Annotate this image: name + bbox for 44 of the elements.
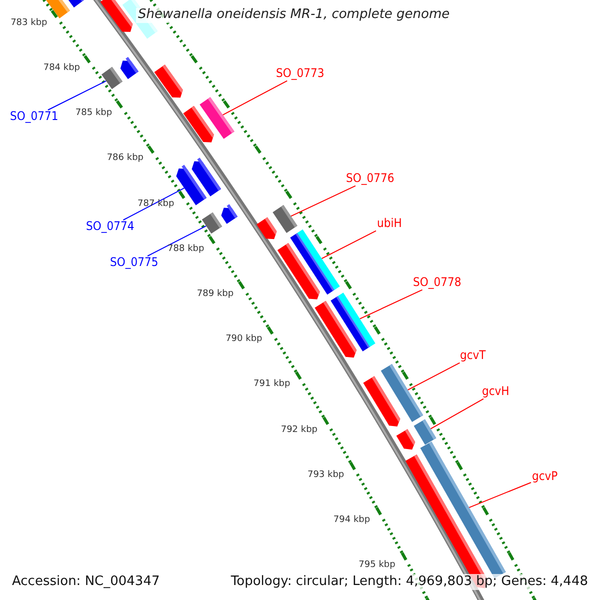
scale-label: 784 kbp xyxy=(43,63,80,74)
genome-info: Topology: circular; Length: 4,969,803 bp; Genes: 4,448 xyxy=(228,574,590,590)
gene-label: SO_0773 xyxy=(276,67,324,81)
scale-label: 793 kbp xyxy=(307,470,344,480)
gene-label: gcvH xyxy=(482,385,510,399)
leader-line xyxy=(359,289,423,320)
gene-feature xyxy=(202,212,222,234)
gene-feature xyxy=(380,364,424,422)
gene-label: SO_0778 xyxy=(413,276,462,290)
gene-label: SO_0775 xyxy=(110,256,158,270)
gene-feature xyxy=(272,205,298,233)
scale-label: 792 kbp xyxy=(280,424,318,435)
gene-feature xyxy=(176,164,207,206)
gene-feature xyxy=(290,229,340,295)
gene-feature xyxy=(200,97,234,139)
scale-label: 785 kbp xyxy=(75,108,112,119)
scale-label: 791 kbp xyxy=(254,379,290,390)
gene-label: SO_0774 xyxy=(86,220,134,234)
scale-label: 789 kbp xyxy=(196,289,234,300)
gene-label: gcvT xyxy=(460,349,486,363)
gene-feature xyxy=(414,419,436,445)
scale-label: 795 kbp xyxy=(358,560,396,571)
gene-feature xyxy=(330,292,376,352)
gene-label: SO_0771 xyxy=(10,110,58,124)
title: Shewanella oneidensis MR-1, complete genome xyxy=(136,8,452,23)
gene-label: ubiH xyxy=(377,217,402,231)
leader-line xyxy=(222,80,288,116)
scale-label: 788 kbp xyxy=(168,244,204,254)
accession-label: Accession: NC_004347 xyxy=(10,574,162,590)
gene-feature xyxy=(101,66,123,90)
gene-label: gcvP xyxy=(532,470,558,484)
leader-line xyxy=(147,225,207,256)
leader-line xyxy=(47,80,107,110)
leader-line xyxy=(290,185,356,217)
leader-line xyxy=(321,230,376,260)
leader-line xyxy=(407,362,460,390)
scale-label: 794 kbp xyxy=(333,515,370,526)
scale-label: 786 kbp xyxy=(106,153,144,164)
scale-label: 783 kbp xyxy=(10,18,48,28)
leader-line xyxy=(122,188,185,220)
gene-label: SO_0776 xyxy=(346,172,394,186)
scale-label: 790 kbp xyxy=(226,334,262,345)
leader-line xyxy=(430,398,484,430)
leader-line xyxy=(468,482,532,508)
